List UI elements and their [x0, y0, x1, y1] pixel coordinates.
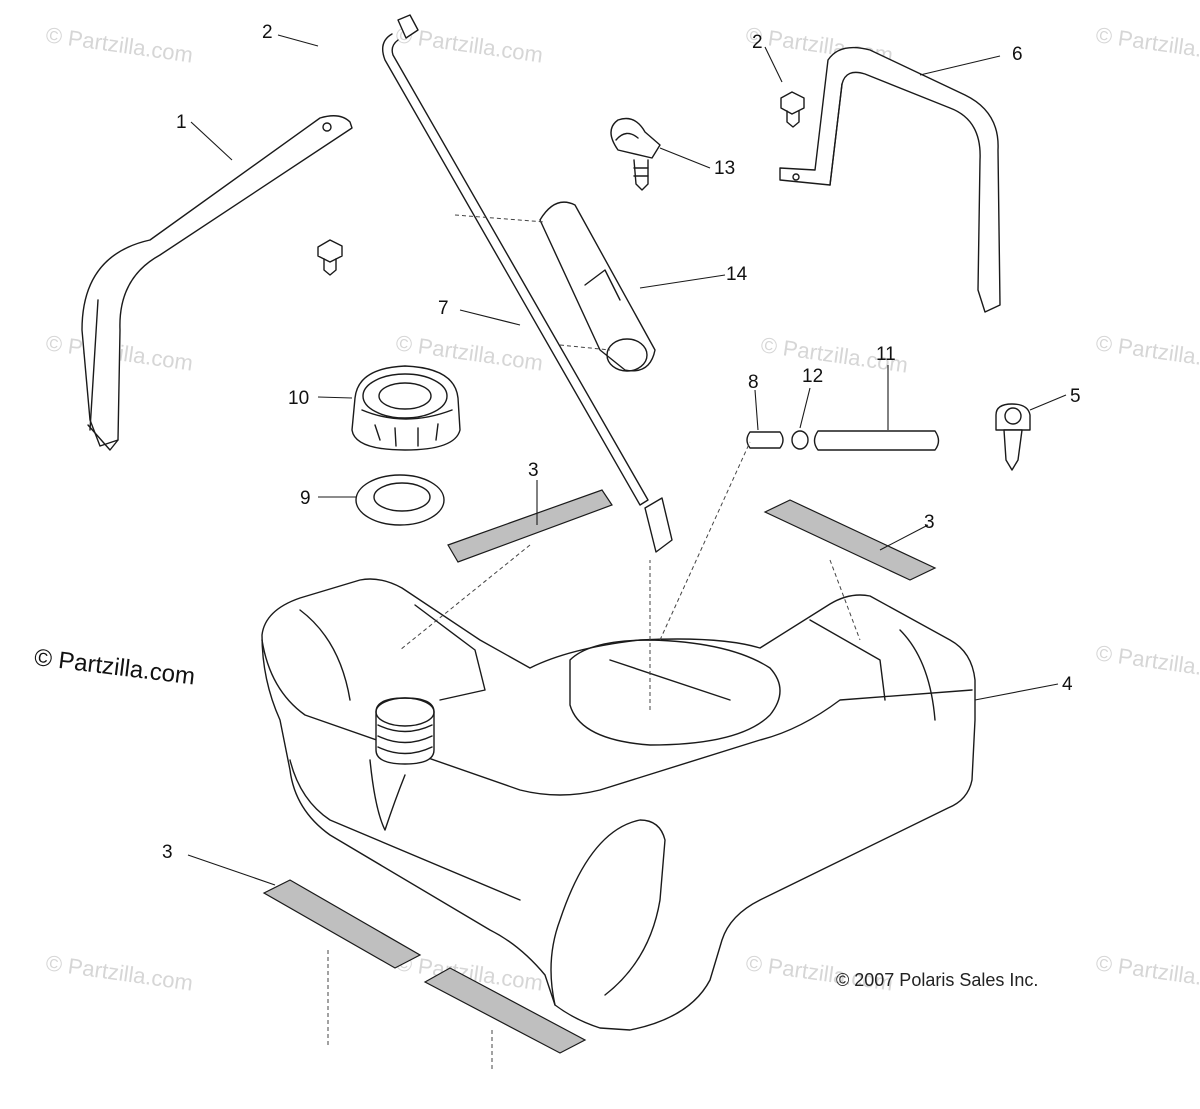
- part-11-hose: [813, 430, 940, 451]
- callout-6: 6: [1012, 44, 1023, 65]
- leader-lines: [187, 34, 1067, 886]
- alignment-lines: [327, 441, 861, 1070]
- part-5-clip: [995, 403, 1031, 471]
- part-2-bolt-left: [317, 239, 343, 276]
- callout-14: 14: [726, 264, 748, 285]
- part-3-pad-lower-b: [423, 967, 587, 1054]
- callout-3: 3: [924, 512, 935, 533]
- part-3-pad-upper-left: [447, 489, 613, 563]
- part-3-pad-upper-right: [763, 499, 937, 581]
- callout-2: 2: [262, 22, 273, 43]
- callout-7: 7: [438, 298, 449, 319]
- callout-9: 9: [300, 488, 311, 509]
- callout-10: 10: [288, 388, 309, 409]
- part-12-clamp: [791, 430, 809, 450]
- watermark: © Partzilla.com: [1094, 330, 1200, 375]
- watermark: © Partzilla.com: [1094, 640, 1200, 685]
- part-8-hose: [746, 431, 784, 449]
- callout-8: 8: [748, 372, 759, 393]
- part-13-clip: [610, 117, 661, 191]
- callout-3: 3: [528, 460, 539, 481]
- part-6-right-bracket: [779, 46, 1001, 313]
- callout-12: 12: [802, 366, 823, 387]
- part-10-fuel-cap: [351, 365, 461, 451]
- copyright-notice: © 2007 Polaris Sales Inc.: [836, 970, 1039, 990]
- part-1-left-strap: [81, 115, 353, 451]
- watermark: © Partzilla.com: [1094, 950, 1200, 995]
- part-9-gasket: [355, 474, 445, 526]
- part-2-bolt-right: [780, 91, 805, 128]
- part-7-fuel-line: [382, 14, 673, 553]
- callout-2: 2: [752, 32, 763, 53]
- part-3-pad-lower-a: [262, 879, 422, 969]
- part-4-fuel-tank: [261, 578, 976, 1031]
- callouts: 1 2 2 6 13 14 7 10 9 8 12 11 5 3 3 4 3: [162, 22, 1081, 863]
- watermark: © Partzilla.com: [44, 950, 194, 995]
- callout-1: 1: [176, 112, 187, 133]
- watermark: © Partzilla.com: [1094, 22, 1200, 67]
- callout-3: 3: [162, 842, 173, 863]
- callout-11: 11: [876, 344, 896, 365]
- callout-13: 13: [714, 158, 735, 179]
- watermark: © Partzilla.com: [44, 22, 194, 67]
- callout-5: 5: [1070, 386, 1081, 407]
- part-14-sleeve: [454, 201, 656, 372]
- callout-4: 4: [1062, 674, 1073, 695]
